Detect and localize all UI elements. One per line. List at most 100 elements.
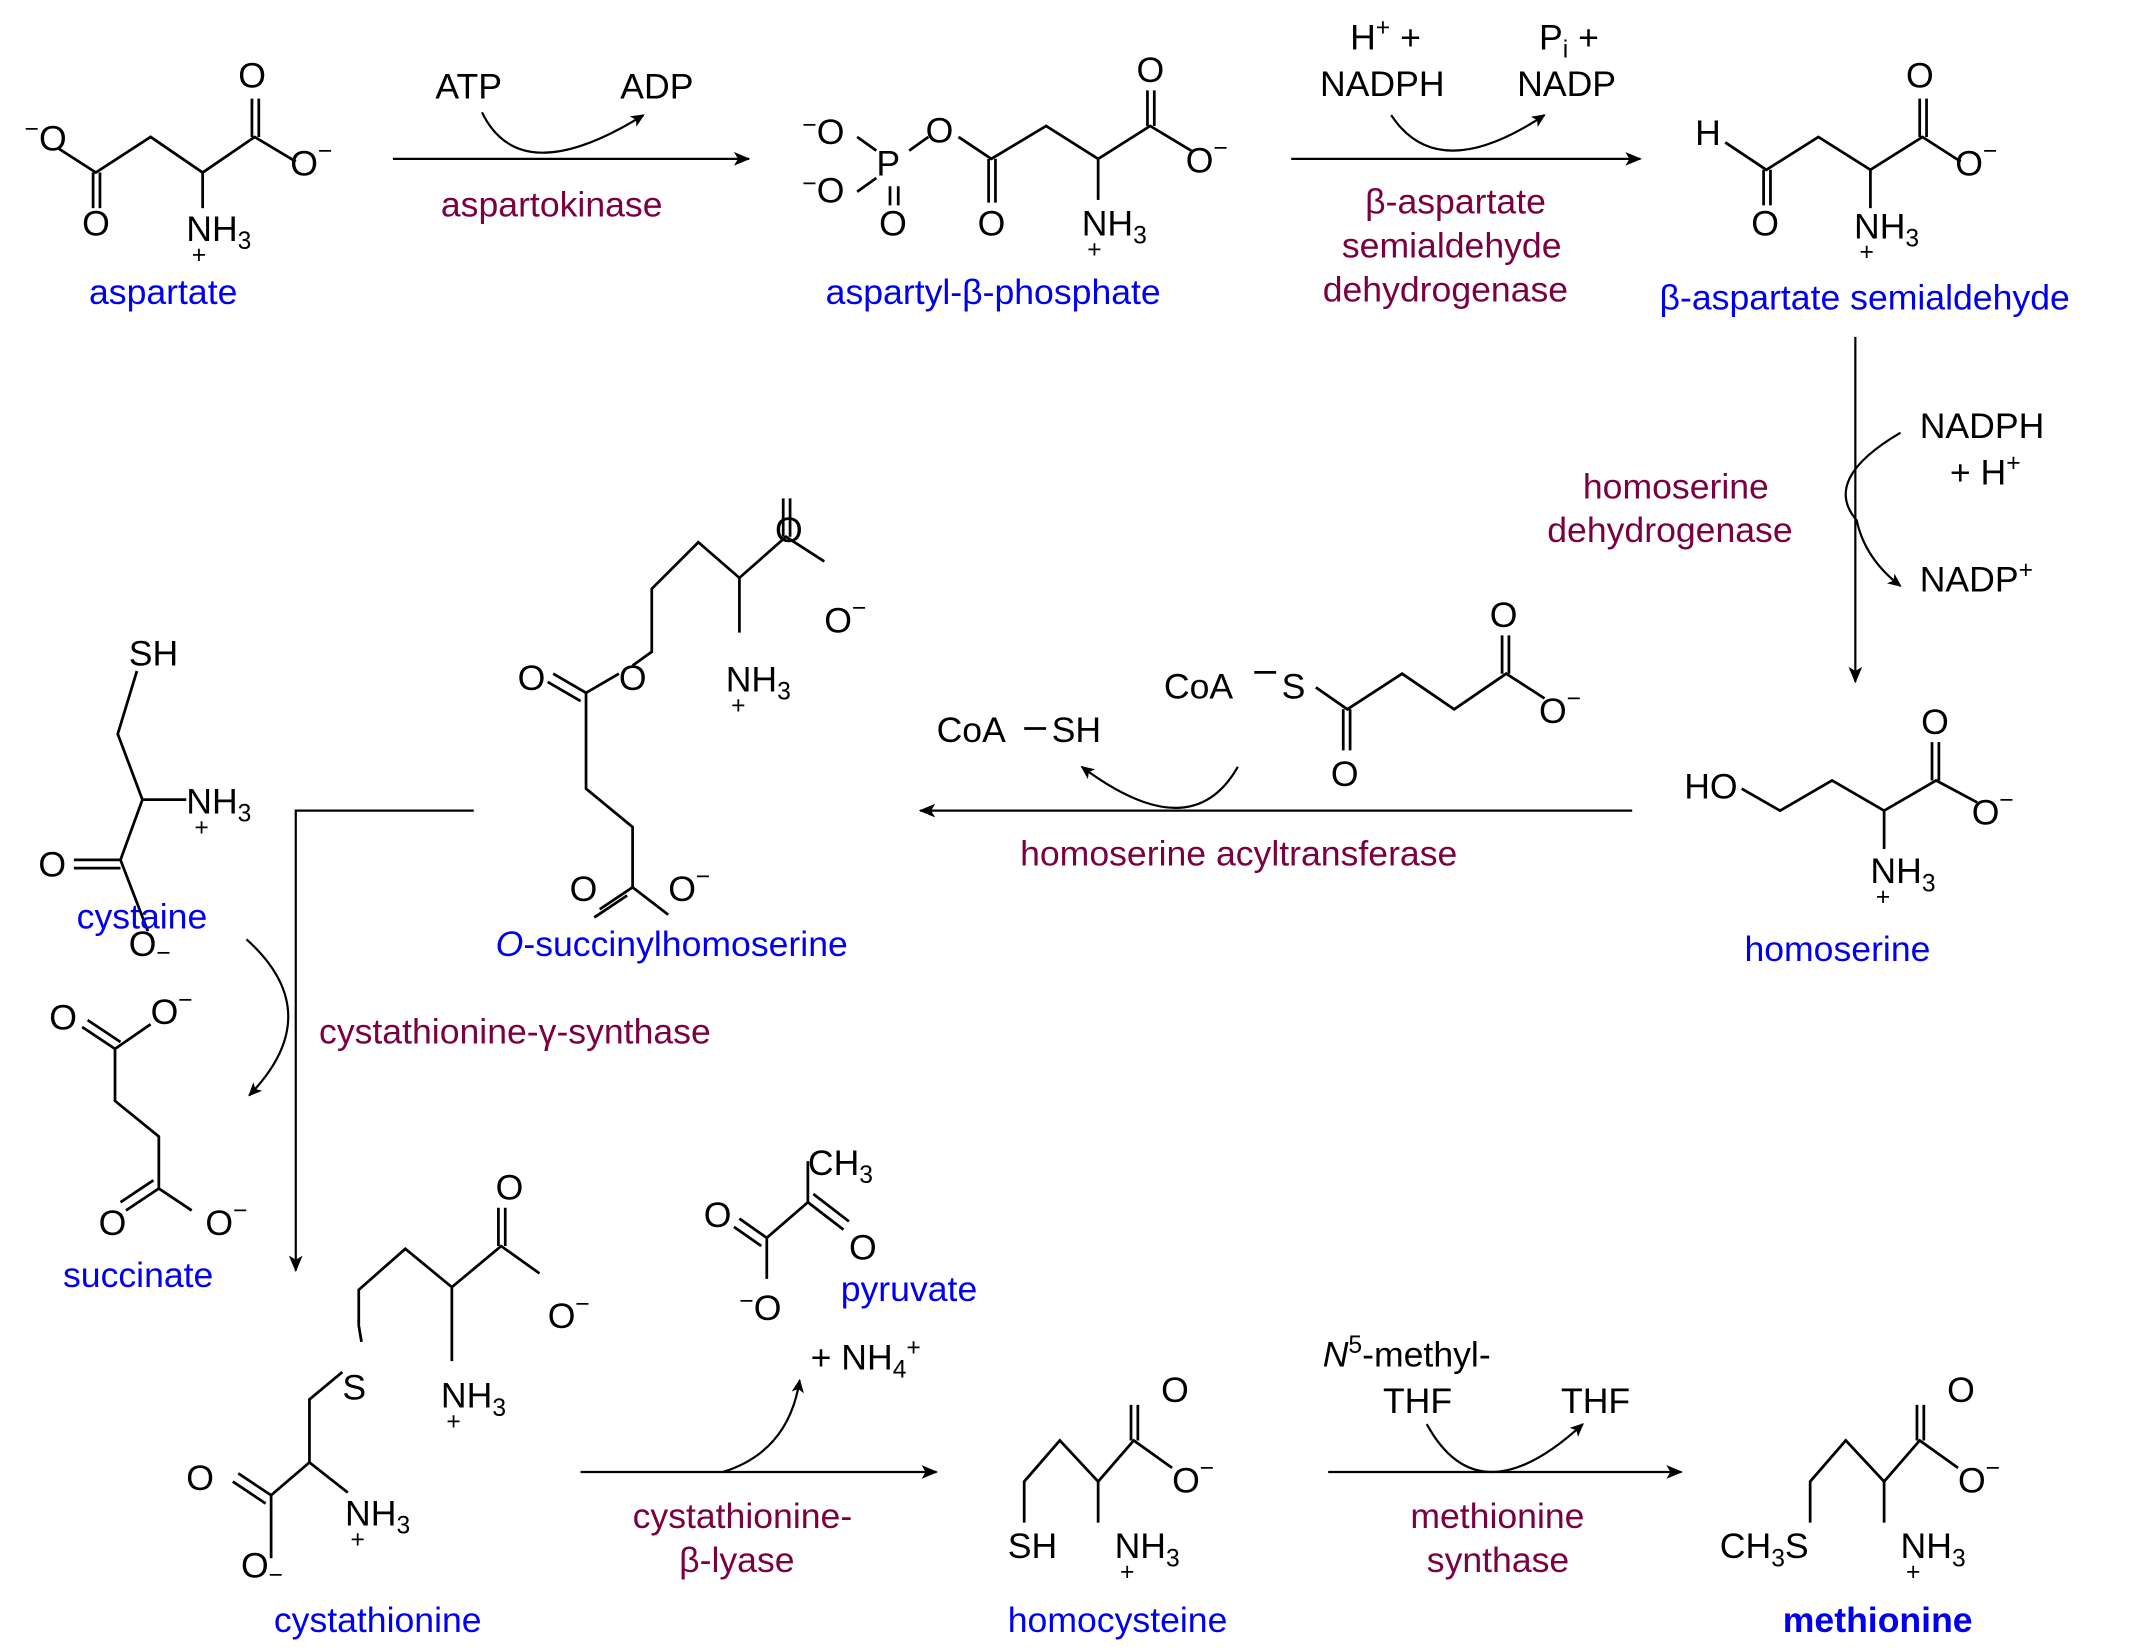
succinate-structure: O O− O O− [49, 987, 247, 1243]
atom-o: O [570, 869, 598, 909]
cofactor-arrow [1080, 765, 1239, 809]
atom-o-minus: −O [802, 112, 844, 152]
atom-o: O [775, 510, 803, 550]
atom-o: O [1136, 50, 1164, 90]
o-succinylhomoserine-structure: O O O O− NH3 + O O− [518, 498, 866, 919]
compound-label-methionine: methionine [1783, 1600, 1973, 1640]
homocysteine-structure: SH O O− NH3 + [1008, 1370, 1214, 1586]
atom-o: O [879, 204, 907, 244]
atom-o: O [1921, 702, 1949, 742]
cystathionine-structure: S O O− NH3 + O NH3 + O− [186, 1167, 590, 1588]
cofactor-nadp: NADP [1517, 64, 1616, 104]
ammonium-group: NH3 [1082, 204, 1147, 250]
homoserine-structure: HO O O− NH3 + [1684, 702, 2014, 911]
atom-o: O [518, 658, 546, 698]
atom-o: O [704, 1195, 732, 1235]
atom-o-minus: O− [290, 138, 332, 183]
enzyme-label-cbl-line1: cystathionine- [633, 1496, 853, 1536]
plus-charge: + [1906, 1559, 1920, 1586]
atom-o-minus: O− [1539, 686, 1581, 731]
atom-s: S [1282, 666, 1306, 706]
cofactor-arrow [245, 938, 290, 1097]
enzyme-label-asd-line1: β-aspartate [1365, 182, 1546, 222]
plus-charge: + [351, 1526, 365, 1553]
atom-o: O [926, 110, 954, 150]
atom-sh: SH [1052, 710, 1101, 750]
coa-label: CoA [1164, 666, 1234, 706]
atom-sh: SH [1008, 1526, 1057, 1566]
atom-o-minus: O− [129, 924, 171, 967]
atom-ho: HO [1684, 766, 1737, 806]
compound-label-aspartate-semialdehyde: β-aspartate semialdehyde [1660, 277, 2070, 317]
enzyme-label-cgs: cystathionine-γ-synthase [319, 1011, 711, 1051]
atom-o: O [1490, 595, 1518, 635]
aspartyl-phosphate-structure: −O −O P O O O O O− NH3 + [802, 50, 1227, 263]
cofactor-thf-out: THF [1561, 1381, 1630, 1421]
atom-o: O [1331, 754, 1359, 794]
aspartate-structure: −O O O O− NH3 + [25, 56, 333, 269]
compound-label-o-succinylhomoserine: O-succinylhomoserine [496, 924, 848, 964]
enzyme-label-ms-line2: synthase [1427, 1540, 1569, 1580]
ammonium-group: NH3 [345, 1493, 410, 1539]
atom-o-minus: −O [802, 171, 844, 211]
reaction-arrow-cgs [288, 809, 474, 1273]
methylthio-group: CH3S [1720, 1526, 1809, 1572]
ammonium-group: NH3 [726, 659, 791, 705]
plus-charge: + [731, 692, 745, 719]
atom-s: S [342, 1367, 366, 1407]
cofactor-arrow [1425, 1423, 1584, 1473]
atom-o-minus: O− [1958, 1455, 2000, 1500]
enzyme-label-acyltransferase: homoserine acyltransferase [1020, 833, 1457, 873]
atom-o: O [1751, 204, 1779, 244]
atom-o: O [49, 998, 77, 1038]
atom-o: O [186, 1458, 214, 1498]
compound-label-aspartyl-phosphate: aspartyl-β-phosphate [826, 272, 1161, 312]
atom-o-minus: O− [1172, 1455, 1214, 1500]
enzyme-label-asd-line3: dehydrogenase [1323, 269, 1568, 309]
cofactor-thf-in: THF [1383, 1381, 1452, 1421]
cofactor-hplus: H+ + [1350, 15, 1421, 58]
atom-o-minus: −O [739, 1288, 781, 1328]
plus-charge: + [1120, 1559, 1134, 1586]
plus-charge: + [446, 1409, 460, 1436]
cofactor-arrow [1844, 431, 1902, 587]
atom-o: O [1906, 56, 1934, 96]
compound-label-pyruvate: pyruvate [841, 1269, 978, 1309]
atom-o-minus: O− [668, 864, 710, 909]
enzyme-label-hsd-line1: homoserine [1583, 466, 1769, 506]
enzyme-label-aspartokinase: aspartokinase [441, 184, 663, 224]
ammonium-group: NH3 [1901, 1526, 1966, 1572]
enzyme-label-ms-line1: methionine [1410, 1496, 1584, 1536]
atom-o: O [978, 204, 1006, 244]
atom-o: O [619, 658, 647, 698]
compound-label-aspartate: aspartate [89, 272, 237, 312]
plus-charge: + [1087, 236, 1101, 263]
atom-o-minus: O− [1972, 787, 2014, 832]
cystaine-structure: SH NH3 + O O− [38, 633, 251, 967]
compound-label-cystaine: cystaine [77, 896, 208, 936]
atom-o-minus: O− [241, 1545, 283, 1588]
cofactor-arrow [722, 1378, 804, 1474]
cofactor-arrow [480, 111, 645, 154]
methionine-structure: CH3S O O− NH3 + [1720, 1370, 2000, 1586]
atom-o: O [1947, 1370, 1975, 1410]
ammonium-group: NH3 [186, 781, 251, 827]
cofactor-pi: Pi + [1539, 17, 1599, 63]
enzyme-label-asd-line2: semialdehyde [1342, 225, 1562, 265]
succinyl-coa-structure: CoA S O O O− [1164, 595, 1581, 794]
cofactor-adp: ADP [620, 67, 693, 107]
pyruvate-structure: CH3 O O −O [704, 1143, 877, 1328]
atom-o: O [82, 204, 110, 244]
ammonium-group: NH3 [1870, 851, 1935, 897]
cofactor-plus-h: + H+ [1950, 450, 2021, 493]
atom-o-minus: O− [824, 595, 866, 640]
atom-o-minus: O− [1955, 138, 1997, 183]
cofactor-ammonium: + NH4+ [811, 1335, 921, 1384]
atom-h: H [1695, 113, 1721, 153]
aspartate-semialdehyde-structure: H O O O− NH3 + [1695, 56, 1997, 267]
methyl-group: CH3 [808, 1143, 873, 1189]
ammonium-group: NH3 [1115, 1526, 1180, 1572]
coa-label: CoA [937, 710, 1007, 750]
atom-sh: SH [129, 633, 178, 673]
atom-o-minus: O− [151, 987, 193, 1032]
